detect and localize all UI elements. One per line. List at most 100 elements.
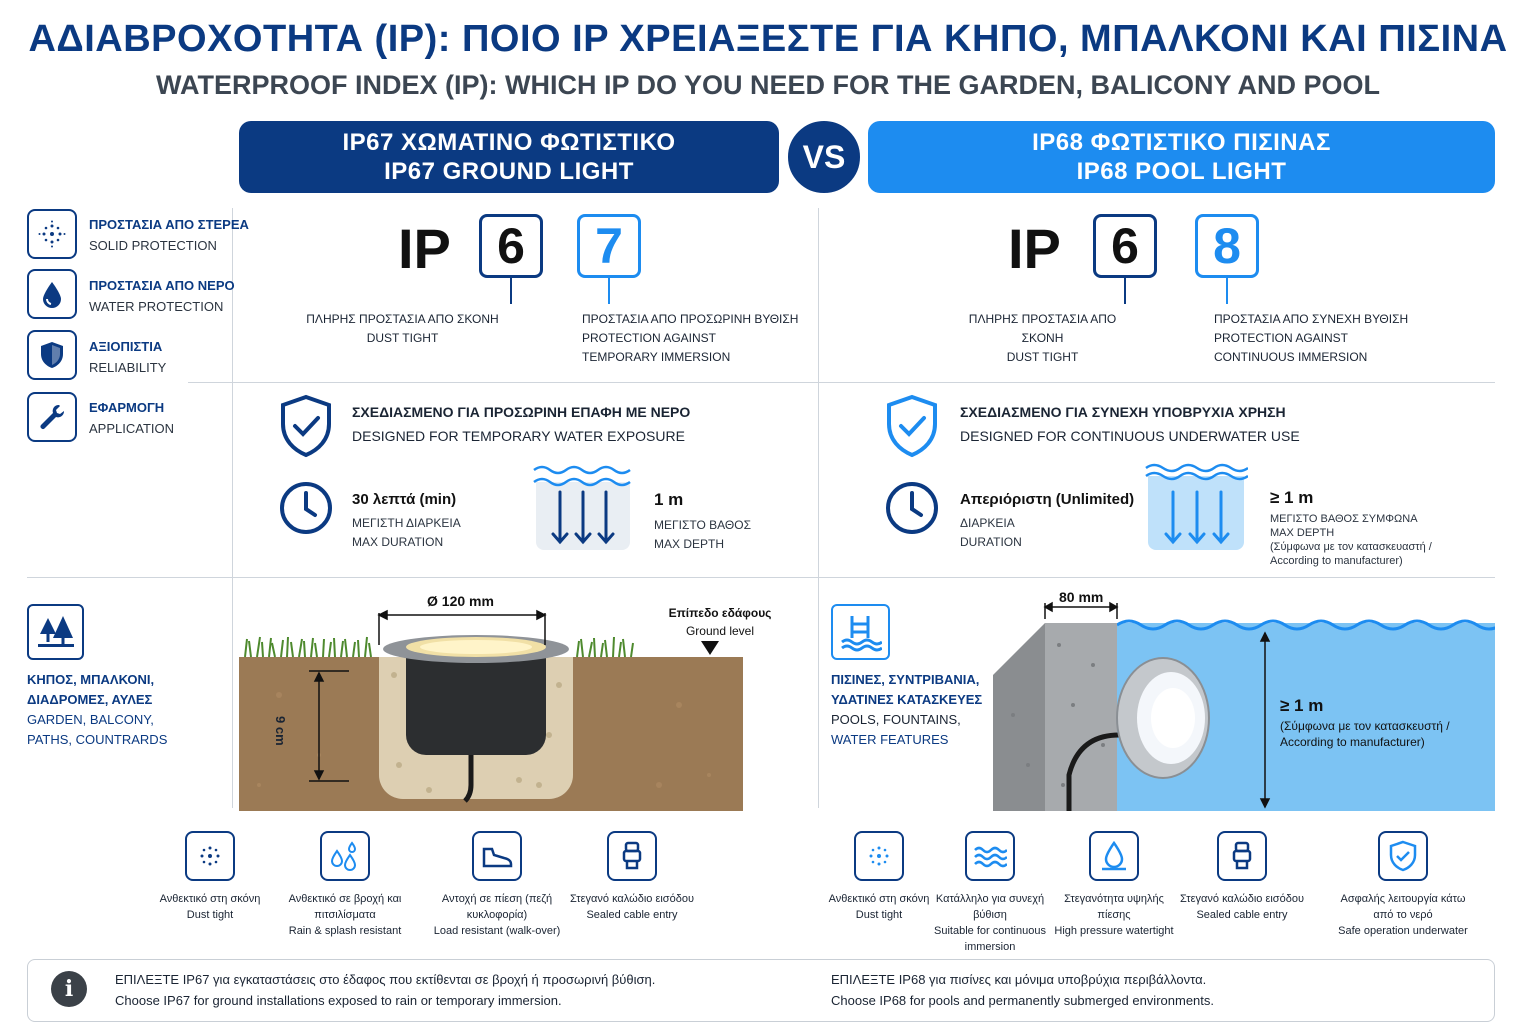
application-gr: ΔΙΑΔΡΟΜΕΣ, ΑΥΛΕΣ [27, 692, 153, 707]
dust-icon [854, 831, 904, 881]
info-bar [27, 959, 1495, 1022]
pool-depth-note: (Σύμφωνα με τον κατασκευστή / [1280, 719, 1450, 733]
ground-level-en: Ground level [685, 624, 755, 638]
legend-solid [27, 209, 77, 259]
info-left-gr: ΕΠΙΛΕΞΤΕ IP67 για εγκαταστάσεις στο έδαφ… [115, 972, 656, 987]
ip67-design-text: ΣΧΕΔΙΑΣΜΕΝΟ ΓΙΑ ΠΡΟΣΩΡΙΝΗ ΕΠΑΦΗ ΜΕ ΝΕΡΟ … [352, 404, 690, 444]
ip67-digit-water: 7 [577, 214, 641, 278]
garden-icon [27, 604, 84, 660]
legend-reliability [27, 330, 77, 380]
ip68-duration: Απεριόριστη (Unlimited) ΔΙΑΡΚΕΙΑ DURATIO… [960, 491, 1134, 552]
legend-label: SOLID PROTECTION [89, 238, 217, 253]
shield-check-icon [278, 394, 334, 463]
connector [608, 278, 610, 304]
depth-dim-label: 9 cm [273, 716, 288, 746]
shoe-icon [472, 831, 522, 881]
depth-label: ΜΕΓΙΣΤΟ ΒΑΘΟΣ MAX DEPTH [654, 516, 751, 554]
feature-en: Sealed cable entry [586, 909, 678, 921]
design-en: DESIGNED FOR CONTINUOUS UNDERWATER USE [960, 428, 1300, 444]
ip67-prefix: IP [398, 217, 451, 280]
caption-gr: ΠΛΗΡΗΣ ΠΡΟΣΤΑΣΙΑ ΑΠΟ ΣΚΟΝΗ [968, 312, 1117, 345]
pressure-drop-icon [1089, 831, 1139, 881]
caption-gr: ΠΡΟΣΤΑΣΙΑ ΑΠΟ ΠΡΟΣΩΡΙΝΗ ΒΥΘΙΣΗ [582, 312, 799, 326]
depth-gr: ΜΕΓΙΣΤΟ ΒΑΘΟΣ [654, 518, 751, 532]
info-right-en: Choose IP68 for pools and permanently su… [831, 993, 1214, 1008]
ip68-application: ΠΙΣΙΝΕΣ, ΣΥΝΤΡΙΒΑΝΙΑ, ΥΔΑΤΙΝΕΣ ΚΑΤΑΣΚΕΥΕ… [831, 670, 982, 750]
ground-level-gr: Επίπεδο εδάφους [668, 606, 772, 620]
feature-gr: Στεγανό καλώδιο εισόδου [570, 893, 694, 905]
ip67-duration: 30 λεπτά (min) ΜΕΓΙΣΤΗ ΔΙΑΡΚΕΙΑ MAX DURA… [352, 491, 461, 552]
application-gr: ΥΔΑΤΙΝΕΣ ΚΑΤΑΣΚΕΥΕΣ [831, 692, 983, 707]
feature-item: Αντοχή σε πίεση (πεζή κυκλοφορία) Load re… [432, 831, 562, 939]
ip67-application: ΚΗΠΟΣ, ΜΠΑΛΚΟΝΙ, ΔΙΑΔΡΟΜΕΣ, ΑΥΛΕΣ GARDEN… [27, 670, 167, 750]
application-en: GARDEN, BALCONY, [27, 712, 154, 727]
feature-gr: Στεγανότητα υψηλής πίεσης [1064, 893, 1164, 921]
info-left: ΕΠΙΛΕΞΤΕ IP67 για εγκαταστάσεις στο έδαφ… [115, 969, 655, 1011]
water-drop-icon [27, 269, 77, 319]
ip68-banner-gr: IP68 ΦΩΤΙΣΤΙΚΟ ΠΙΣΙΝΑΣ [1032, 129, 1331, 156]
application-gr: ΚΗΠΟΣ, ΜΠΑΛΚΟΝΙ, [27, 672, 155, 687]
ground-light-illustration [239, 585, 743, 811]
legend-label: ΠΡΟΣΤΑΣΙΑ ΑΠΟ ΣΤΕΡΕΑ [89, 217, 249, 232]
application-gr: ΠΙΣΙΝΕΣ, ΣΥΝΤΡΙΒΑΝΙΑ, [831, 672, 980, 687]
legend-application [27, 392, 77, 442]
caption-en: TEMPORARY IMMERSION [582, 350, 731, 364]
feature-en: High pressure watertight [1054, 925, 1174, 937]
waves-icon [965, 831, 1015, 881]
cable-gland-icon [607, 831, 657, 881]
shield-check-icon [884, 394, 940, 463]
ip68-digit-water: 8 [1195, 214, 1259, 278]
pool-depth-annotation: ≥ 1 m (Σύμφωνα με τον κατασκευστή / Acco… [1280, 697, 1450, 750]
feature-gr: Κατάλληλο για συνεχή βύθιση [935, 893, 1045, 921]
legend-solid-text: ΠΡΟΣΤΑΣΙΑ ΑΠΟ ΣΤΕΡΕΑ SOLID PROTECTION [89, 217, 249, 253]
ip68-digit2-caption: ΠΡΟΣΤΑΣΙΑ ΑΠΟ ΣΥΝΕΧΗ ΒΥΘΙΣΗ PROTECTION A… [1214, 310, 1464, 367]
application-en: PATHS, COUNTRARDS [27, 732, 168, 747]
dust-icon [27, 209, 77, 259]
legend-label: RELIABILITY [89, 360, 167, 375]
divider [188, 382, 1495, 383]
design-gr: ΣΧΕΔΙΑΣΜΕΝΟ ΓΙΑ ΣΥΝΕΧΗ ΥΠΟΒΡΥΧΙΑ ΧΡΗΣΗ [960, 404, 1286, 420]
legend-label: ΠΡΟΣΤΑΣΙΑ ΑΠΟ ΝΕΡΟ [89, 278, 235, 293]
pool-depth-note: According to manufacturer) [1280, 735, 1425, 749]
ip68-digit1-caption: ΠΛΗΡΗΣ ΠΡΟΣΤΑΣΙΑ ΑΠΟ ΣΚΟΝΗ DUST TIGHT [950, 310, 1135, 367]
feature-en: Safe operation underwater [1338, 925, 1468, 937]
legend-label: ΕΦΑΡΜΟΓΗ [89, 400, 165, 415]
application-en: POOLS, FOUNTAINS, [831, 712, 961, 727]
depth-value: ≥ 1 m [1270, 488, 1314, 507]
ip68-depth: ≥ 1 m ΜΕΓΙΣΤΟ ΒΑΘΟΣ ΣΥΜΦΩΝΑ MAX DEPTH (Σ… [1270, 488, 1432, 568]
page-title: ΑΔΙΑΒΡΟΧΟΤΗΤΑ (IP): ΠΟΙΟ IP ΧΡΕΙΑΞΕΣΤΕ Γ… [28, 18, 1508, 60]
depth-en: MAX DEPTH [654, 537, 725, 551]
legend-application-text: ΕΦΑΡΜΟΓΗ APPLICATION [89, 400, 174, 436]
shield-check-icon [1378, 831, 1428, 881]
feature-gr: Ανθεκτικό στη σκόνη [828, 893, 930, 905]
duration-value: Απεριόριστη (Unlimited) [960, 491, 1135, 508]
ip67-banner-en: IP67 GROUND LIGHT [384, 158, 634, 185]
clock-icon [278, 480, 334, 541]
feature-en: Dust tight [186, 909, 234, 921]
pool-ladder-icon [831, 604, 890, 660]
duration-en: DURATION [960, 535, 1022, 549]
connector [1226, 278, 1228, 304]
feature-gr: Αντοχή σε πίεση (πεζή κυκλοφορία) [441, 893, 553, 921]
info-right-gr: ΕΠΙΛΕΞΤΕ IP68 για πισίνες και μόνιμα υπο… [831, 972, 1207, 987]
depth-value: 1 m [654, 490, 684, 509]
feature-en: Load resistant (walk-over) [433, 925, 561, 937]
depth-note: According to manufacturer) [1270, 555, 1403, 567]
depth-note: (Σύμφωνα με τον κατασκευαστή / [1270, 541, 1432, 553]
info-left-en: Choose IP67 for ground installations exp… [115, 993, 562, 1008]
design-gr: ΣΧΕΔΙΑΣΜΕΝΟ ΓΙΑ ΠΡΟΣΩΡΙΝΗ ΕΠΑΦΗ ΜΕ ΝΕΡΟ [352, 404, 691, 420]
wrench-icon [27, 392, 77, 442]
duration-en: MAX DURATION [352, 535, 444, 549]
info-icon: i [51, 971, 87, 1007]
duration-gr: ΔΙΑΡΚΕΙΑ [960, 516, 1015, 530]
depth-label: ΜΕΓΙΣΤΟ ΒΑΘΟΣ ΣΥΜΦΩΝΑ MAX DEPTH (Σύμφωνα… [1270, 512, 1432, 568]
design-en: DESIGNED FOR TEMPORARY WATER EXPOSURE [352, 428, 685, 444]
caption-en: PROTECTION AGAINST [1214, 331, 1349, 345]
page-subtitle: WATERPROOF INDEX (IP): WHICH IP DO YOU N… [155, 70, 1381, 100]
ip67-depth: 1 m ΜΕΓΙΣΤΟ ΒΑΘΟΣ MAX DEPTH [654, 490, 751, 554]
